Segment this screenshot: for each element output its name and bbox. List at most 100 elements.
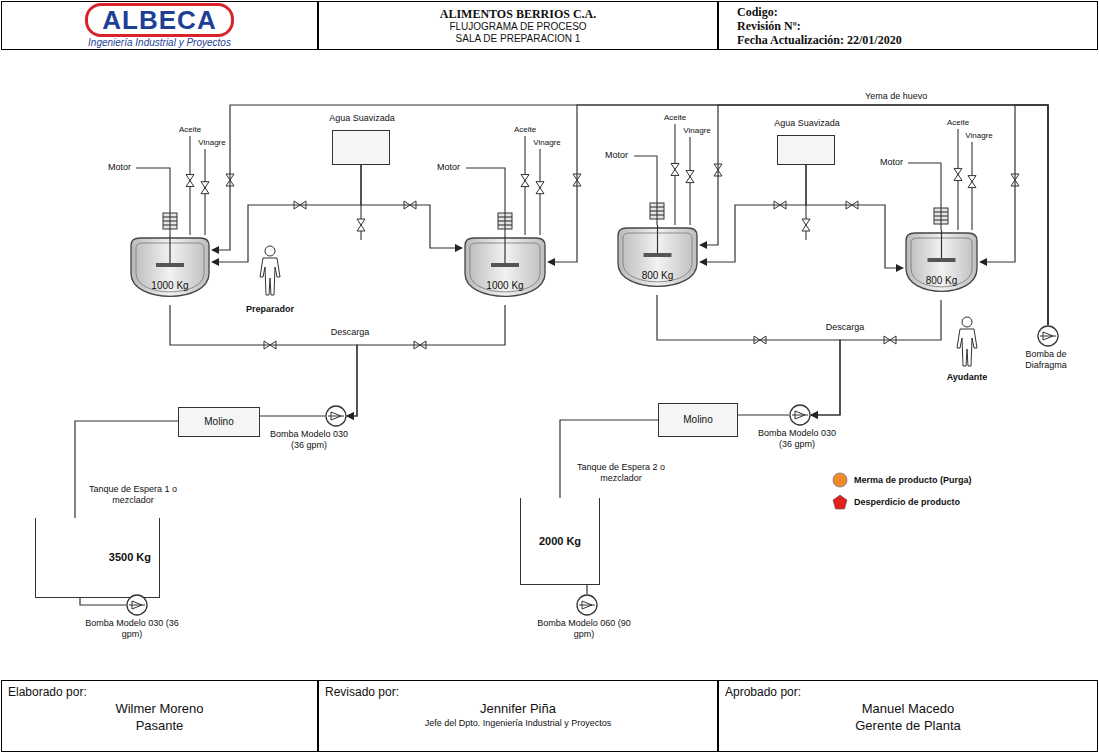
node-text: Gerente de Planta [855, 717, 961, 734]
motor-fin [169, 213, 170, 229]
motor-fin [504, 213, 505, 229]
water-tank: Agua Suavizada [332, 130, 390, 165]
pump-casing [1038, 326, 1058, 346]
valve-symbol [671, 163, 679, 175]
mixing-vessel: 1000 Kg [462, 235, 548, 305]
feed-label: Aceite [179, 125, 201, 134]
motor-symbol [163, 213, 177, 229]
motor-shaft [169, 229, 170, 235]
motor-line [908, 163, 941, 208]
pump-symbol: Bomba Modelo 030 (36 gpm) [325, 405, 347, 427]
motor-label: Motor [605, 150, 628, 161]
signature-cell: Revisado por:Jennifer PiñaJefe del Dpto.… [318, 680, 718, 752]
node-text: Molino [204, 416, 233, 428]
node-text: FLUJOGRAMA DE PROCESO [449, 21, 586, 33]
agitator-blade [156, 263, 184, 267]
node-heading: Bomba Modelo 030 (36 gpm) [751, 428, 843, 450]
pipe-connector [212, 165, 361, 262]
node-heading: Bomba Modelo 030 (36 gpm) [84, 618, 180, 640]
pump-axis [792, 415, 808, 416]
feed-label: Aceite [947, 118, 969, 127]
pump-casing [577, 595, 597, 615]
node-heading: Bomba de Diafragma [1015, 349, 1077, 371]
node-heading: Tanque de Espera 2 o mezclador [573, 462, 669, 484]
title-text: ALIMENTOS BERRIOS C.A. [440, 7, 596, 21]
signature-cell: Aprobado por:Manuel MacedoGerente de Pla… [718, 680, 1098, 752]
mixing-vessel: 1000 Kg [128, 235, 212, 305]
mixing-vessel: 800 Kg [903, 230, 980, 300]
valve-symbol [186, 175, 194, 187]
node-text: Fecha Actualización: 22/01/2020 [737, 33, 902, 47]
node-text: 3500 Kg [109, 551, 151, 564]
pipe-connector [806, 165, 903, 268]
pump-icon [576, 594, 598, 616]
motor-label: Motor [880, 157, 903, 168]
node-text: Wilmer Moreno [115, 700, 203, 717]
vessel-outline [903, 230, 980, 300]
node-text: Jefe del Dpto. Ingeniería Industrial y P… [425, 717, 612, 730]
node-text: Molino [683, 414, 712, 426]
motor-shaft [504, 229, 505, 235]
pipe-connector [811, 300, 941, 415]
node-heading: Bomba Modelo 060 (90 gpm) [536, 618, 632, 640]
valve-symbol [357, 219, 365, 231]
person-figure [260, 258, 280, 295]
pipe-connector [361, 165, 462, 248]
diaphragm-pump: Bomba de Diafragma [1037, 325, 1059, 347]
pump-icon [126, 594, 148, 616]
pipe-connector [212, 105, 1048, 325]
pipe-connector [700, 165, 806, 262]
motor-line [634, 156, 657, 203]
pipe-connector [700, 105, 1048, 325]
feed-label: Aceite [664, 113, 686, 122]
mixing-vessel: 800 Kg [615, 225, 700, 295]
node-text: 1000 Kg [151, 280, 188, 292]
pump-axis [579, 605, 595, 606]
code-cell: Codigo:Revisión Nº:Fecha Actualización: … [718, 1, 1098, 50]
pipe-connector [170, 305, 357, 416]
swatch-circle [833, 473, 847, 487]
discharge-label: Descarga [826, 322, 865, 333]
motor-symbol [498, 213, 512, 229]
node-heading: Tanque de Espera 1 o mezclador [88, 484, 178, 506]
pump-casing [790, 405, 810, 425]
pipe-connector [560, 420, 658, 498]
holding-tank: Tanque de Espera 1 o mezclador3500 Kg [35, 518, 160, 598]
legend-text: Merma de producto (Purga) [854, 475, 972, 486]
node-text: Elaborado por: [2, 685, 87, 700]
pump-casing [326, 406, 346, 426]
pump-axis [328, 416, 344, 417]
pipe-connector [586, 585, 587, 594]
mill-box: Molino [658, 403, 738, 437]
node-text: 2000 Kg [539, 535, 581, 548]
motor-label: Motor [437, 162, 460, 173]
pipe-connector [347, 305, 505, 416]
valve-symbol [802, 219, 810, 231]
agitator-shaft [657, 225, 658, 254]
swatch-pentagon [833, 495, 847, 509]
motor-fin [656, 203, 657, 219]
discharge-label: Descarga [331, 327, 370, 338]
node-heading: Agua Suavizada [758, 118, 856, 129]
node-text: 800 Kg [926, 275, 958, 287]
agitator-blade [644, 253, 672, 257]
person-figure [957, 329, 977, 366]
feed-label: Aceite [514, 125, 536, 134]
node-text: ALBECA [85, 3, 233, 37]
node-text: SALA DE PREPARACION 1 [456, 33, 581, 45]
node-text: Aprobado por: [719, 685, 801, 700]
agitator-shaft [941, 230, 942, 259]
node-heading: Bomba Modelo 030 (36 gpm) [263, 429, 355, 451]
node-text: Revisión Nº: [737, 19, 801, 33]
node-text: Pasante [136, 717, 184, 734]
motor-shaft [940, 224, 941, 230]
pump-icon [1037, 325, 1059, 347]
pump-symbol: Bomba Modelo 060 (90 gpm) [576, 594, 598, 616]
agitator-shaft [504, 235, 505, 264]
valve-symbol [536, 182, 544, 194]
mill-box: Molino [178, 407, 260, 437]
feed-label: Vinagre [198, 138, 225, 147]
legend-item: Desperdicio de producto [832, 494, 960, 510]
